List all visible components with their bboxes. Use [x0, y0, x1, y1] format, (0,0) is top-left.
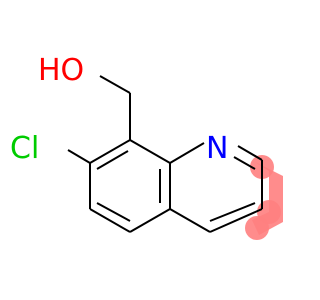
- bond-n-c2-inner: [233, 156, 256, 170]
- bond-lines: [67, 75, 263, 233]
- atom-label-hydroxyl: HO: [38, 53, 84, 88]
- bond-c8a-n: [169, 142, 205, 164]
- bond-c8-c8a: [129, 139, 171, 164]
- bond-c4-c4a: [169, 208, 211, 233]
- bond-c6-c5-inner: [96, 202, 131, 222]
- bond-c6-c5: [89, 208, 131, 233]
- bond-c3-c4: [209, 208, 263, 233]
- atom-label-chlorine: Cl: [10, 131, 39, 166]
- bond-c8-c7-inner: [96, 150, 129, 170]
- bond-c7-cl: [67, 149, 91, 164]
- bond-o-ch2: [99, 75, 131, 94]
- bond-c8-c7: [89, 139, 131, 164]
- ring-highlight: [245, 155, 283, 240]
- bond-n-c2: [237, 145, 263, 161]
- bond-c3-c4-inner: [209, 202, 256, 222]
- structure-canvas: HO Cl N: [10, 53, 283, 240]
- highlight-bond-c2-c3: [252, 162, 283, 235]
- atom-label-nitrogen: N: [206, 131, 228, 166]
- bond-c5-c4a: [129, 208, 171, 233]
- molecule-structure: HO Cl N: [10, 53, 283, 240]
